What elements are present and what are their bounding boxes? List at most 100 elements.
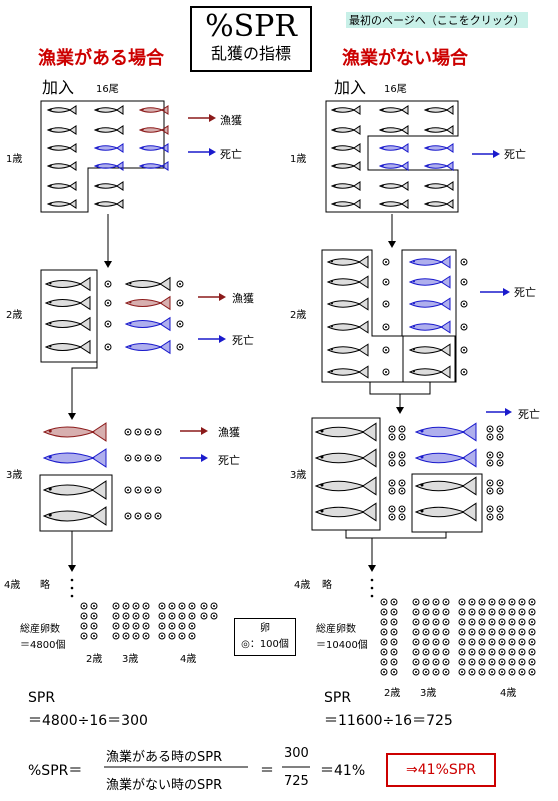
fish-icon xyxy=(378,199,409,209)
left-age3: 3歳 xyxy=(6,470,23,481)
egg-core-icon xyxy=(461,621,463,623)
right-age3: 3歳 xyxy=(290,470,307,481)
egg-icon xyxy=(390,658,398,666)
right-death-arrow-1-head xyxy=(493,150,500,158)
egg-core-icon xyxy=(393,621,395,623)
egg-icon xyxy=(478,628,486,636)
right-arrow-1-2-head xyxy=(388,241,396,248)
fish-icon xyxy=(124,276,171,292)
egg-core-icon xyxy=(391,482,393,484)
home-link[interactable]: 最初のページへ（ここをクリック） xyxy=(346,12,528,28)
egg-icon xyxy=(390,638,398,646)
egg-core-icon xyxy=(521,641,523,643)
egg-icon xyxy=(412,598,420,606)
dead-fish-icon xyxy=(138,161,169,171)
right-recruit-label: 加入 xyxy=(334,78,367,97)
egg-icon xyxy=(468,618,476,626)
fish-icon xyxy=(330,181,361,191)
egg-core-icon xyxy=(385,303,387,305)
egg-icon xyxy=(496,513,504,521)
egg-icon xyxy=(200,602,208,610)
right-ellipsis-dot xyxy=(370,578,374,582)
dead-fish-icon xyxy=(408,255,451,269)
egg-icon xyxy=(382,323,390,331)
egg-icon xyxy=(168,612,176,620)
egg-core-icon xyxy=(521,611,523,613)
egg-icon xyxy=(518,608,526,616)
egg-icon xyxy=(144,454,152,462)
right-connector-2-3 xyxy=(369,382,431,395)
egg-core-icon xyxy=(501,621,503,623)
egg-core-icon xyxy=(481,631,483,633)
egg-icon xyxy=(528,608,536,616)
egg-core-icon xyxy=(491,631,493,633)
caught-fish-icon xyxy=(138,105,169,115)
formula-result: ＝41% xyxy=(320,763,366,779)
egg-core-icon xyxy=(393,651,395,653)
egg-core-icon xyxy=(415,661,417,663)
left-recruit-count: 16尾 xyxy=(96,84,119,95)
fish-icon xyxy=(46,181,77,191)
left-death-arrow-1-head xyxy=(209,148,216,156)
egg-core-icon xyxy=(445,621,447,623)
egg-icon xyxy=(144,428,152,436)
egg-icon xyxy=(528,658,536,666)
egg-core-icon xyxy=(393,631,395,633)
egg-core-icon xyxy=(401,508,403,510)
egg-core-icon xyxy=(463,371,465,373)
egg-icon xyxy=(132,622,140,630)
egg-core-icon xyxy=(501,601,503,603)
egg-icon xyxy=(432,638,440,646)
egg-core-icon xyxy=(425,631,427,633)
egg-core-icon xyxy=(521,661,523,663)
egg-core-icon xyxy=(521,621,523,623)
right-death-label-1: 死亡 xyxy=(504,148,526,161)
egg-icon xyxy=(124,454,132,462)
fish-icon xyxy=(423,199,454,209)
egg-icon xyxy=(412,628,420,636)
egg-core-icon xyxy=(425,641,427,643)
egg-icon xyxy=(158,632,166,640)
right-arrow-2-3-head xyxy=(396,407,404,414)
egg-core-icon xyxy=(463,326,465,328)
left-death-arrow-2-head xyxy=(219,335,226,343)
egg-core-icon xyxy=(391,508,393,510)
dead-fish-icon xyxy=(414,422,477,442)
egg-core-icon xyxy=(471,601,473,603)
egg-core-icon xyxy=(93,615,95,617)
egg-core-icon xyxy=(161,605,163,607)
egg-core-icon xyxy=(383,631,385,633)
right-total-eggs-value: ＝10400個 xyxy=(316,640,368,651)
left-ellipsis-dot xyxy=(70,594,74,598)
egg-icon xyxy=(112,612,120,620)
fish-icon xyxy=(326,297,369,311)
egg-icon xyxy=(176,343,184,351)
egg-core-icon xyxy=(415,671,417,673)
egg-core-icon xyxy=(521,601,523,603)
left-death-arrow-3-head xyxy=(201,454,208,462)
egg-core-icon xyxy=(511,651,513,653)
egg-core-icon xyxy=(463,281,465,283)
egg-icon xyxy=(478,608,486,616)
egg-core-icon xyxy=(501,661,503,663)
egg-core-icon xyxy=(501,611,503,613)
egg-icon xyxy=(388,487,396,495)
fish-icon xyxy=(378,181,409,191)
right-egg-age-2: 2歳 xyxy=(384,688,401,699)
egg-core-icon xyxy=(499,454,501,456)
egg-core-icon xyxy=(385,349,387,351)
egg-icon xyxy=(398,433,406,441)
egg-icon xyxy=(468,608,476,616)
fish-icon xyxy=(408,343,451,357)
egg-core-icon xyxy=(161,635,163,637)
right-age2-outline xyxy=(321,249,457,383)
left-ellipsis-dot xyxy=(70,578,74,582)
egg-icon xyxy=(460,346,468,354)
egg-icon xyxy=(390,648,398,656)
egg-core-icon xyxy=(135,605,137,607)
right-age2: 2歳 xyxy=(290,310,307,321)
egg-icon xyxy=(90,632,98,640)
egg-icon xyxy=(178,612,186,620)
egg-icon xyxy=(496,459,504,467)
egg-core-icon xyxy=(145,605,147,607)
